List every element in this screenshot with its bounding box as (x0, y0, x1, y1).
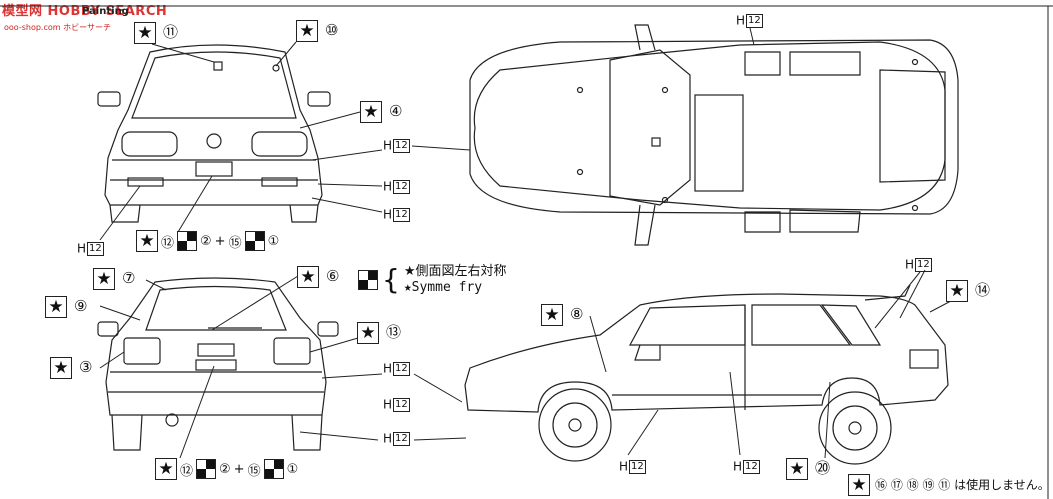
callout-14: ⑭ (975, 281, 991, 299)
callout-12: ⑫ (180, 463, 194, 479)
star-icon: ★ (155, 458, 177, 480)
callout-9: ⑨ (74, 297, 88, 315)
star-icon: ★ (946, 280, 968, 302)
page-title: Painting (82, 6, 129, 17)
callout-6: ⑥ (326, 267, 340, 285)
rear-paint-formula: ★ ⑫ ② + ⑮ ① (155, 458, 298, 480)
top-view (469, 24, 959, 246)
legend-line-2: ★Symme fry (403, 280, 483, 295)
star-icon: ★ (848, 474, 870, 496)
front-paint-formula: ★ ⑫ ② + ⑮ ① (136, 230, 279, 252)
front-view (97, 44, 331, 223)
callout-11: ⑪ (163, 23, 179, 41)
paint-swatch-icon (177, 231, 198, 251)
callout-20: ⑳ (815, 459, 831, 477)
callout-1: ① (267, 233, 280, 249)
star-icon: ★ (50, 357, 72, 379)
footnote: ⑯ ⑰ ⑱ ⑲ ⑪ は使用しません。 (875, 478, 1050, 492)
star-icon: ★ (360, 101, 382, 123)
side-view (464, 284, 949, 465)
symmetry-legend: { ★側面図左右対称 ★Symme fry (358, 264, 506, 296)
callout-1: ① (286, 461, 299, 477)
callout-7: ⑦ (122, 269, 136, 287)
star-icon: ★ (357, 322, 379, 344)
leader-lines (99, 27, 969, 459)
callout-4: ④ (389, 102, 403, 120)
brace-icon: { (382, 263, 400, 296)
paint-swatch-icon (358, 270, 378, 290)
plus-sign: + (214, 233, 226, 249)
star-icon: ★ (134, 22, 156, 44)
paint-swatch-icon (196, 459, 217, 479)
legend-line-1: ★側面図左右対称 (403, 264, 507, 279)
callout-2: ② (200, 233, 212, 249)
star-icon: ★ (296, 20, 318, 42)
star-icon: ★ (45, 296, 67, 318)
callout-13: ⑬ (386, 323, 402, 341)
callout-3: ③ (79, 358, 93, 376)
paint-swatch-icon (244, 231, 265, 251)
watermark-subtext: ooo-shop.com ホビーサーチ (4, 23, 111, 32)
callout-8: ⑧ (570, 305, 584, 323)
star-icon: ★ (136, 230, 158, 252)
callout-12: ⑫ (161, 235, 175, 251)
star-icon: ★ (93, 268, 115, 290)
plus-sign: + (233, 461, 245, 477)
callout-10: ⑩ (325, 21, 339, 39)
callout-2: ② (219, 461, 231, 477)
rear-view (97, 277, 339, 451)
star-icon: ★ (297, 266, 319, 288)
star-icon: ★ (541, 304, 563, 326)
watermark-text: 模型网 HOBBY SEARCH (2, 4, 168, 19)
callout-15: ⑮ (247, 463, 261, 479)
star-icon: ★ (786, 458, 808, 480)
callout-15: ⑮ (228, 235, 242, 251)
paint-swatch-icon (263, 459, 284, 479)
